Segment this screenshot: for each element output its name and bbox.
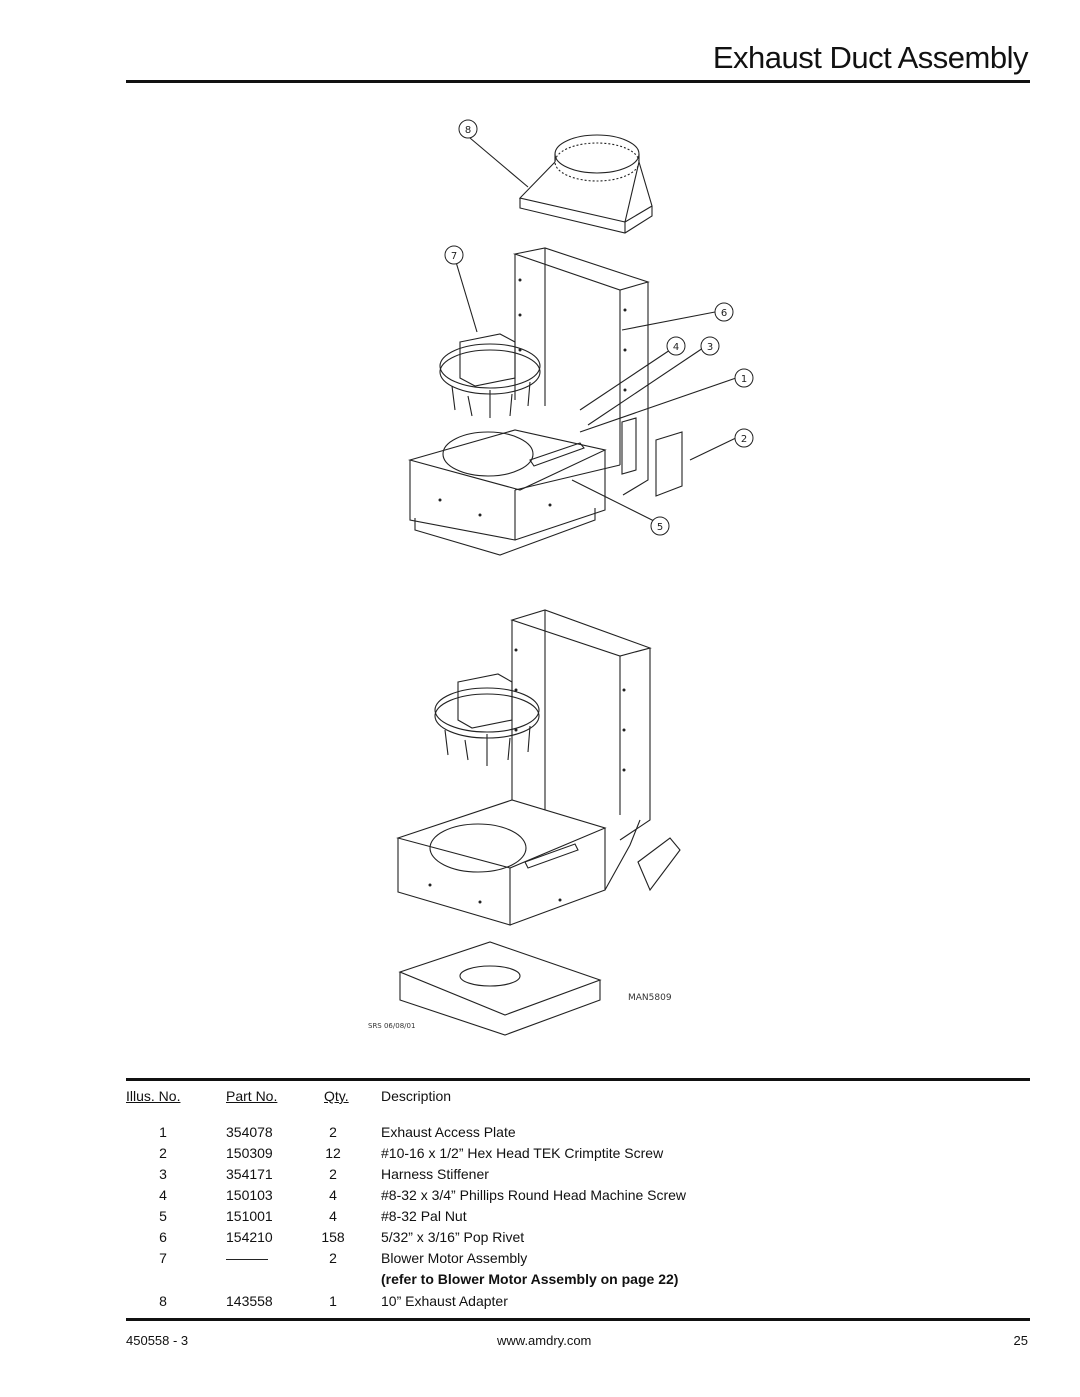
table-row: 6 154210 158 5/32” x 3/16” Pop Rivet (0, 1229, 1080, 1250)
illus-no: 4 (159, 1187, 167, 1203)
callout-label: 6 (721, 308, 727, 319)
exhaust-adapter-part (518, 134, 653, 234)
description: 5/32” x 3/16” Pop Rivet (381, 1229, 525, 1245)
qty: 158 (321, 1229, 345, 1245)
qty: 2 (329, 1166, 337, 1182)
header-part-no: Part No. (226, 1088, 278, 1104)
description: Harness Stiffener (381, 1166, 489, 1182)
header-qty: Qty. (324, 1088, 349, 1104)
upper-access-plate (655, 431, 683, 497)
description: 10” Exhaust Adapter (381, 1293, 508, 1309)
table-row: 4 150103 4 #8-32 x 3/4” Phillips Round H… (0, 1187, 1080, 1208)
page-number: 25 (1013, 1333, 1028, 1348)
callout-6: 6 (714, 302, 734, 322)
upper-blower-motor (439, 333, 541, 418)
part-no: 151001 (226, 1208, 273, 1224)
part-no: 354078 (226, 1124, 273, 1140)
title-rule (126, 80, 1030, 83)
document-number: 450558 - 3 (126, 1333, 189, 1348)
lower-duct-box (396, 609, 681, 926)
qty: 1 (329, 1293, 337, 1309)
exploded-assembly-drawing: 8 7 6 4 3 1 2 5 MAN5809 SRS 06/08/01 (368, 119, 754, 1036)
table-row: 8 143558 1 10” Exhaust Adapter (0, 1293, 1080, 1314)
footer-rule (126, 1318, 1030, 1321)
part-no: 143558 (226, 1293, 273, 1309)
callout-label: 2 (741, 434, 747, 445)
upper-duct-box (407, 247, 650, 556)
illus-no: 1 (159, 1124, 167, 1140)
illus-no: 6 (159, 1229, 167, 1245)
callout-8: 8 (458, 119, 478, 139)
qty: 4 (329, 1187, 337, 1203)
callout-2: 2 (734, 428, 754, 448)
table-row: 2 150309 12 #10-16 x 1/2” Hex Head TEK C… (0, 1145, 1080, 1166)
illus-no: 5 (159, 1208, 167, 1224)
callout-4: 4 (666, 336, 686, 356)
qty: 2 (329, 1124, 337, 1140)
callout-7: 7 (444, 245, 464, 265)
callout-5: 5 (650, 516, 670, 536)
drafter-stamp: SRS 06/08/01 (368, 1022, 415, 1030)
callout-1: 1 (734, 368, 754, 388)
illus-no: 8 (159, 1293, 167, 1309)
qty: 4 (329, 1208, 337, 1224)
blower-motor-reference-note: (refer to Blower Motor Assembly on page … (381, 1271, 679, 1287)
lower-blower-motor (434, 673, 540, 766)
table-top-rule (126, 1078, 1030, 1081)
drawing-code: MAN5809 (628, 993, 672, 1003)
website-link[interactable]: www.amdry.com (497, 1333, 592, 1348)
table-row: 5 151001 4 #8-32 Pal Nut (0, 1208, 1080, 1229)
description: #10-16 x 1/2” Hex Head TEK Crimptite Scr… (381, 1145, 664, 1161)
callout-label: 1 (741, 374, 747, 385)
description: #8-32 Pal Nut (381, 1208, 467, 1224)
qty: 12 (325, 1145, 341, 1161)
header-description: Description (381, 1088, 452, 1104)
part-no: 154210 (226, 1229, 273, 1245)
description: Exhaust Access Plate (381, 1124, 516, 1140)
illus-no: 3 (159, 1166, 167, 1182)
page-title: Exhaust Duct Assembly (712, 40, 1029, 75)
illus-no: 7 (159, 1250, 167, 1266)
part-no: 354171 (226, 1166, 273, 1182)
callout-label: 4 (673, 342, 679, 353)
part-no: ——— (226, 1250, 268, 1266)
callout-label: 8 (465, 125, 471, 136)
callout-label: 5 (657, 522, 663, 533)
callout-label: 3 (707, 342, 713, 353)
lower-base-plate (398, 941, 602, 1036)
table-row: 7 ——— 2 Blower Motor Assembly (0, 1250, 1080, 1271)
table-row: 1 354078 2 Exhaust Access Plate (0, 1124, 1080, 1145)
part-no: 150309 (226, 1145, 273, 1161)
callout-3: 3 (700, 336, 720, 356)
illus-no: 2 (159, 1145, 167, 1161)
table-row: 3 354171 2 Harness Stiffener (0, 1166, 1080, 1187)
part-no: 150103 (226, 1187, 273, 1203)
qty: 2 (329, 1250, 337, 1266)
description: #8-32 x 3/4” Phillips Round Head Machine… (381, 1187, 687, 1203)
description: Blower Motor Assembly (381, 1250, 528, 1266)
header-illus-no: Illus. No. (126, 1088, 181, 1104)
callout-label: 7 (451, 251, 457, 262)
